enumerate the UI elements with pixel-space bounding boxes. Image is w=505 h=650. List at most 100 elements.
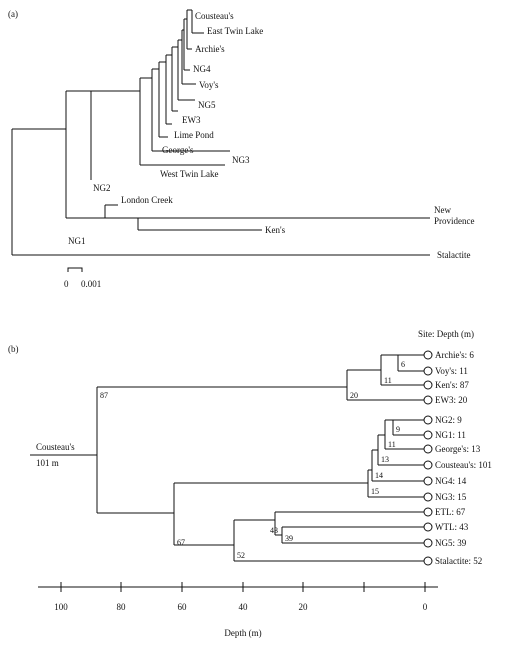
node-n6 bbox=[397, 354, 424, 372]
scale-bar-line bbox=[67, 267, 83, 272]
panel-a-scale-bar: 0 0.001 bbox=[64, 267, 101, 289]
node-n14 bbox=[371, 450, 424, 482]
node-label-87: 87 bbox=[100, 391, 108, 400]
axis-tick-label: 0 bbox=[423, 602, 428, 612]
node-label-39: 39 bbox=[285, 534, 293, 543]
taxon-ng3: NG3 bbox=[232, 155, 250, 165]
tip-label: NG5: 39 bbox=[435, 538, 467, 548]
scale-bar-value: 0.001 bbox=[81, 279, 101, 289]
ng1-split bbox=[65, 90, 105, 219]
panel-b-root-labels: Cousteau's 101 m bbox=[36, 442, 75, 468]
root-site-label: Cousteau's bbox=[36, 442, 75, 452]
panel-b-tree bbox=[30, 354, 424, 562]
axis-tick-label: 100 bbox=[54, 602, 68, 612]
node-label-13: 13 bbox=[381, 455, 389, 464]
node-n20 bbox=[346, 370, 424, 401]
node-label-43: 43 bbox=[270, 526, 278, 535]
tip-circle bbox=[423, 395, 433, 405]
panel-b-header: Site: Depth (m) bbox=[418, 329, 474, 339]
tip-label: NG1: 11 bbox=[435, 430, 466, 440]
taxon-lime-pond: Lime Pond bbox=[174, 130, 214, 140]
london-split bbox=[104, 204, 138, 219]
tip-label: WTL: 43 bbox=[435, 522, 469, 532]
taxon-ng1: NG1 bbox=[68, 236, 86, 246]
node-label-11b: 11 bbox=[388, 440, 396, 449]
node-label-20: 20 bbox=[350, 391, 358, 400]
node-n13 bbox=[377, 435, 424, 466]
axis-ticks bbox=[60, 582, 426, 592]
node-label-67: 67 bbox=[177, 538, 185, 547]
tip-circle bbox=[423, 522, 433, 532]
node-n52 bbox=[233, 520, 424, 562]
taxon-georges: George's bbox=[162, 145, 194, 155]
tip-label: Ken's: 87 bbox=[435, 380, 469, 390]
tip-label: Archie's: 6 bbox=[435, 350, 474, 360]
tip-circle bbox=[423, 444, 433, 454]
node-label-52: 52 bbox=[237, 551, 245, 560]
axis-title: Depth (m) bbox=[224, 628, 261, 638]
tip-label: NG2: 9 bbox=[435, 415, 462, 425]
tip-circle bbox=[423, 507, 433, 517]
node-n15 bbox=[367, 470, 424, 498]
panel-a-labels: Cousteau's East Twin Lake Archie's NG4 V… bbox=[68, 11, 475, 260]
node-label-15: 15 bbox=[371, 487, 379, 496]
tip-circle bbox=[423, 492, 433, 502]
taxon-east-twin-lake: East Twin Lake bbox=[207, 26, 263, 36]
node-label-14: 14 bbox=[375, 471, 383, 480]
taxon-ng5: NG5 bbox=[198, 100, 216, 110]
tip-circle bbox=[423, 415, 433, 425]
tip-circle bbox=[423, 430, 433, 440]
axis-tick-label: 20 bbox=[299, 602, 309, 612]
tip-label: Cousteau's: 101 bbox=[435, 460, 492, 470]
axis-tick-label: 80 bbox=[117, 602, 127, 612]
node-n9 bbox=[392, 419, 424, 436]
taxon-stalactite: Stalactite bbox=[437, 250, 471, 260]
panel-a-tree bbox=[11, 9, 430, 256]
clade-etl bbox=[191, 10, 204, 34]
node-label-9: 9 bbox=[396, 425, 400, 434]
taxon-kens: Ken's bbox=[265, 225, 286, 235]
clade-georges bbox=[158, 61, 168, 138]
node-label-6: 6 bbox=[401, 360, 405, 369]
taxon-ng2: NG2 bbox=[93, 183, 111, 193]
tip-circle bbox=[423, 556, 433, 566]
taxon-ng4: NG4 bbox=[193, 64, 211, 74]
tip-label: ETL: 67 bbox=[435, 507, 466, 517]
taxon-archies: Archie's bbox=[195, 44, 225, 54]
tip-label: Stalactite: 52 bbox=[435, 556, 482, 566]
axis-tick-label: 40 bbox=[239, 602, 249, 612]
tip-circle bbox=[423, 460, 433, 470]
root-depth-label: 101 m bbox=[36, 458, 59, 468]
node-n43 bbox=[274, 511, 424, 535]
tip-label: George's: 13 bbox=[435, 444, 481, 454]
depth-axis: 100 80 60 40 20 0 Depth (m) bbox=[38, 582, 438, 638]
node-n11 bbox=[380, 355, 424, 386]
panel-a-label: (a) bbox=[8, 9, 18, 19]
clade-archies bbox=[186, 9, 192, 50]
taxon-voys: Voy's bbox=[199, 80, 219, 90]
node-label-11: 11 bbox=[384, 376, 392, 385]
clade-ng3 bbox=[151, 68, 230, 152]
panel-b-node-labels: 6 11 20 87 9 11 13 14 15 43 39 67 52 bbox=[100, 360, 405, 560]
taxon-new-providence-line1: New bbox=[434, 205, 451, 215]
clade-wtl bbox=[139, 77, 225, 166]
node-n11b bbox=[384, 420, 424, 450]
tip-circle bbox=[423, 476, 433, 486]
panel-b-tips: Archie's: 6 Voy's: 11 Ken's: 87 EW3: 20 … bbox=[423, 350, 492, 566]
scale-bar-zero: 0 bbox=[64, 279, 69, 289]
taxon-cousteaus: Cousteau's bbox=[195, 11, 234, 21]
tip-circle bbox=[423, 350, 433, 360]
tip-label: EW3: 20 bbox=[435, 395, 468, 405]
clade-ew3 bbox=[171, 46, 178, 112]
tip-label: Voy's: 11 bbox=[435, 366, 468, 376]
ng2-branch bbox=[90, 90, 140, 180]
tip-circle bbox=[423, 366, 433, 376]
clade-limepond bbox=[165, 54, 172, 125]
tip-circle bbox=[423, 538, 433, 548]
tip-label: NG4: 14 bbox=[435, 476, 467, 486]
newprov-split bbox=[137, 217, 430, 231]
root-split bbox=[11, 128, 430, 256]
clade-ng5 bbox=[177, 39, 195, 101]
taxon-london-creek: London Creek bbox=[121, 195, 173, 205]
